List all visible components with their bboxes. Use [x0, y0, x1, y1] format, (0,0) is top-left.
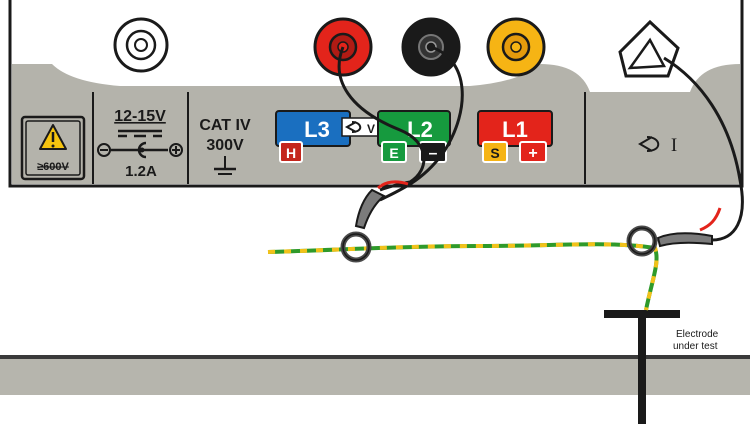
electrode-label-line1: Electrode — [676, 329, 719, 340]
clamp-i-marker: I — [638, 135, 677, 156]
clamp-v-badge: V — [341, 117, 383, 137]
clamp-right — [626, 225, 713, 257]
dc-polarity-icon — [97, 129, 183, 159]
category-label: CAT IV — [199, 117, 251, 134]
lead-black-left — [379, 45, 464, 202]
clamp-icon — [344, 121, 362, 133]
electrode-label-line2: under test — [673, 341, 718, 352]
warning-icon — [39, 124, 67, 150]
lead-clamp-right — [663, 56, 744, 242]
warning-voltage: ≥600V — [37, 161, 69, 173]
l1-label: L1 — [502, 117, 528, 142]
category-voltage: 300V — [206, 137, 244, 154]
l3-sub: H — [286, 145, 296, 161]
clamp-i-label: I — [671, 135, 677, 156]
l1-sub-right: + — [528, 145, 537, 162]
supply-current: 1.2A — [125, 163, 157, 180]
socket-white[interactable] — [113, 17, 169, 73]
socket-yellow[interactable] — [486, 17, 546, 77]
supply-voltage: 12-15V — [114, 108, 166, 125]
socket-black[interactable] — [401, 17, 461, 77]
l2-sub-right: – — [429, 145, 438, 162]
l1-sub-left: S — [490, 145, 499, 161]
ground-line — [0, 355, 750, 359]
clamp-connector-icon[interactable] — [618, 19, 680, 78]
l3-label: L3 — [304, 117, 330, 142]
warning-box: ≥600V — [20, 115, 86, 181]
clamp-left — [340, 188, 386, 263]
earth-conductor — [267, 242, 659, 311]
ground-strip — [0, 359, 750, 395]
terminal-l2: L2 E – — [377, 110, 451, 163]
clamp-v-label: V — [367, 122, 375, 136]
electrode-stake — [604, 310, 680, 424]
ground-icon — [214, 156, 236, 175]
terminal-l1: L1 S + — [477, 110, 553, 163]
l2-sub-left: E — [389, 145, 398, 161]
lead-red-left — [337, 46, 426, 192]
clamp-icon — [638, 136, 660, 152]
terminal-l3: L3 H — [275, 110, 351, 163]
lead-clamp-right-red — [699, 207, 722, 232]
lead-red-left-end — [377, 180, 409, 190]
l2-label: L2 — [407, 117, 433, 142]
